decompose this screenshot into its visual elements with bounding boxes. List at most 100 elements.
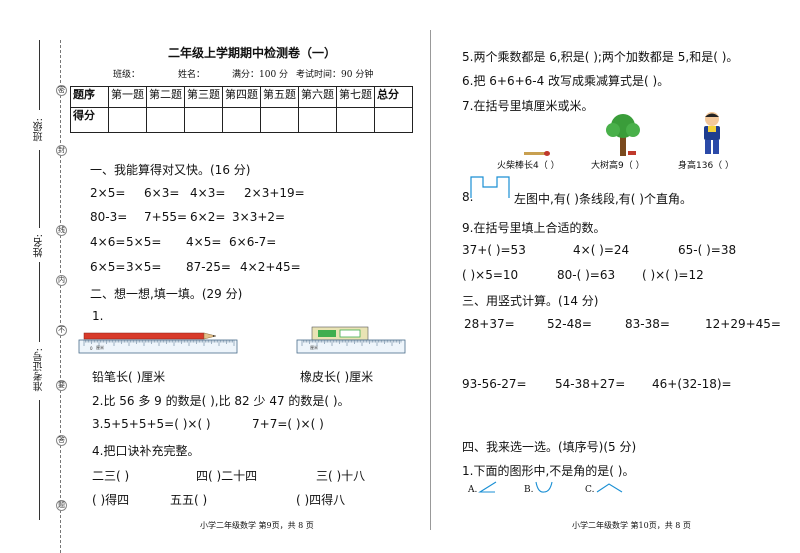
score-table-header: 第二题 (146, 86, 185, 108)
score-table-header: 第五题 (260, 86, 299, 108)
score-cell[interactable] (336, 107, 375, 133)
rhyme-item: 五五( ) (170, 493, 208, 507)
calc-item: 87-25= (186, 260, 231, 274)
option-b-curve-figure[interactable] (534, 480, 554, 494)
page-title: 二年级上学期期中检测卷（一） (168, 46, 337, 60)
score-table-header: 第六题 (298, 86, 337, 108)
question-8: 左图中,有( )条线段,有( )个直角。 (514, 192, 692, 206)
vertical-calc-item: 83-38= (625, 317, 670, 331)
cut-mark: 要 (56, 380, 67, 391)
question-3b: 7+7=( )×( ) (252, 417, 324, 431)
score-table-header: 第四题 (222, 86, 261, 108)
cut-mark: 答 (56, 435, 67, 446)
header-name-label: 姓名： (178, 70, 206, 80)
segments-figure (470, 176, 510, 198)
cut-mark: 封 (56, 145, 67, 156)
rhyme-item: 四( )二十四 (196, 469, 258, 483)
calc-item: 2×5= (90, 186, 126, 200)
option-a-angle-figure[interactable] (478, 480, 498, 494)
score-table-header: 第三题 (184, 86, 223, 108)
score-table-header: 总分 (374, 86, 413, 108)
section-1-title: 一、我能算得对又快。(16 分) (90, 163, 251, 177)
score-cell[interactable] (222, 107, 261, 133)
option-c-label: C. (585, 485, 595, 495)
cut-mark: 密 (56, 85, 67, 96)
fill-item: 80-( )=63 (557, 268, 616, 282)
margin-class-label: 班级: (34, 118, 45, 142)
eraser-ruler-figure (296, 326, 406, 354)
question-8-number: 8. (462, 190, 474, 204)
option-c-angle-figure[interactable] (596, 482, 624, 494)
option-a-label: A. (468, 485, 478, 495)
calc-item: 6×6-7= (229, 235, 277, 249)
calc-item: 4×3= (190, 186, 226, 200)
calc-item: 6×3= (144, 186, 180, 200)
margin-extra-line (39, 400, 40, 520)
pencil-length-question: 铅笔长( )厘米 (92, 370, 166, 384)
rhyme-item: 二三( ) (92, 469, 130, 483)
calc-item: 2×3+19= (244, 186, 305, 200)
matchstick-length-question: 火柴棒长4（ ） (497, 161, 560, 171)
right-page-footer: 小学二年级数学 第10页，共 8 页 (572, 521, 691, 530)
vertical-calc-item: 28+37= (464, 317, 515, 331)
score-cell[interactable] (146, 107, 185, 133)
fill-item: ( )×( )=12 (642, 268, 704, 282)
boy-icon (704, 112, 720, 154)
left-page-footer: 小学二年级数学 第9页，共 8 页 (200, 521, 314, 530)
question-5: 5.两个乘数都是 6,积是( );两个加数都是 5,和是( )。 (462, 50, 739, 64)
question-6: 6.把 6+6+6-4 改写成乘减算式是( )。 (462, 74, 670, 88)
margin-name-label: 姓名: (34, 234, 45, 258)
margin-name-line (39, 150, 40, 228)
choice-question-1: 1.下面的图形中,不是角的是( )。 (462, 464, 635, 478)
fill-item: ( )×5=10 (462, 268, 519, 282)
cut-mark: 内 (56, 275, 67, 286)
calc-item: 80-3= (90, 210, 128, 224)
cut-mark: 线 (56, 225, 67, 236)
tree-height-question: 大树高9（ ） (591, 161, 645, 171)
fill-item: 4×( )=24 (573, 243, 630, 257)
calc-item: 6×2= (190, 210, 226, 224)
calc-item: 7+55= (144, 210, 188, 224)
question-2: 2.比 56 多 9 的数是( ),比 82 少 47 的数是( )。 (92, 394, 350, 408)
section-2-title: 二、想一想,填一填。(29 分) (90, 287, 243, 301)
section-3-title: 三、用竖式计算。(14 分) (462, 294, 599, 308)
score-cell[interactable] (298, 107, 337, 133)
tree-icon (606, 114, 640, 156)
ruler-unit-label: 厘米 (96, 345, 104, 350)
svg-text:0: 0 (90, 346, 93, 351)
score-cell[interactable] (184, 107, 223, 133)
fill-item: 65-( )=38 (678, 243, 737, 257)
calc-item: 5×5= (126, 235, 162, 249)
matchstick-icon (524, 151, 550, 156)
section-4-title: 四、我来选一选。(填序号)(5 分) (462, 440, 637, 454)
vertical-calc-item: 12+29+45= (705, 317, 781, 331)
margin-id-label: 准考证号: (34, 348, 45, 392)
fill-item: 37+( )=53 (462, 243, 526, 257)
question-7: 7.在括号里填厘米或米。 (462, 99, 594, 113)
score-table-header: 题序 (70, 86, 109, 108)
score-cell[interactable] (374, 107, 413, 133)
rhyme-item: ( )得四 (92, 493, 130, 507)
score-row-label: 得分 (70, 107, 109, 133)
eraser-length-question: 橡皮长( )厘米 (300, 370, 374, 384)
calc-item: 3×5= (126, 260, 162, 274)
score-cell[interactable] (260, 107, 299, 133)
score-table: 题序 第一题 第二题 第三题 第四题 第五题 第六题 第七题 总分 得分 (70, 86, 413, 133)
option-b-label: B. (524, 485, 534, 495)
question-3a: 3.5+5+5+5=( )×( ) (92, 417, 211, 431)
header-exam-time: 考试时间：90 分钟 (296, 70, 374, 80)
calc-item: 3×3+2= (232, 210, 286, 224)
vertical-calc-item: 52-48= (547, 317, 592, 331)
person-height-question: 身高136（ ） (678, 161, 735, 171)
small-marker (628, 151, 636, 155)
binding-dashed-line (60, 40, 61, 553)
question-9: 9.在括号里填上合适的数。 (462, 221, 606, 235)
vertical-calc-item: 54-38+27= (555, 377, 626, 391)
calc-item: 4×2+45= (240, 260, 301, 274)
calc-item: 6×5= (90, 260, 126, 274)
vertical-calc-item: 46+(32-18)= (652, 377, 732, 391)
score-table-header: 第一题 (108, 86, 147, 108)
cut-mark: 不 (56, 325, 67, 336)
score-cell[interactable] (108, 107, 147, 133)
calc-item: 4×5= (186, 235, 222, 249)
